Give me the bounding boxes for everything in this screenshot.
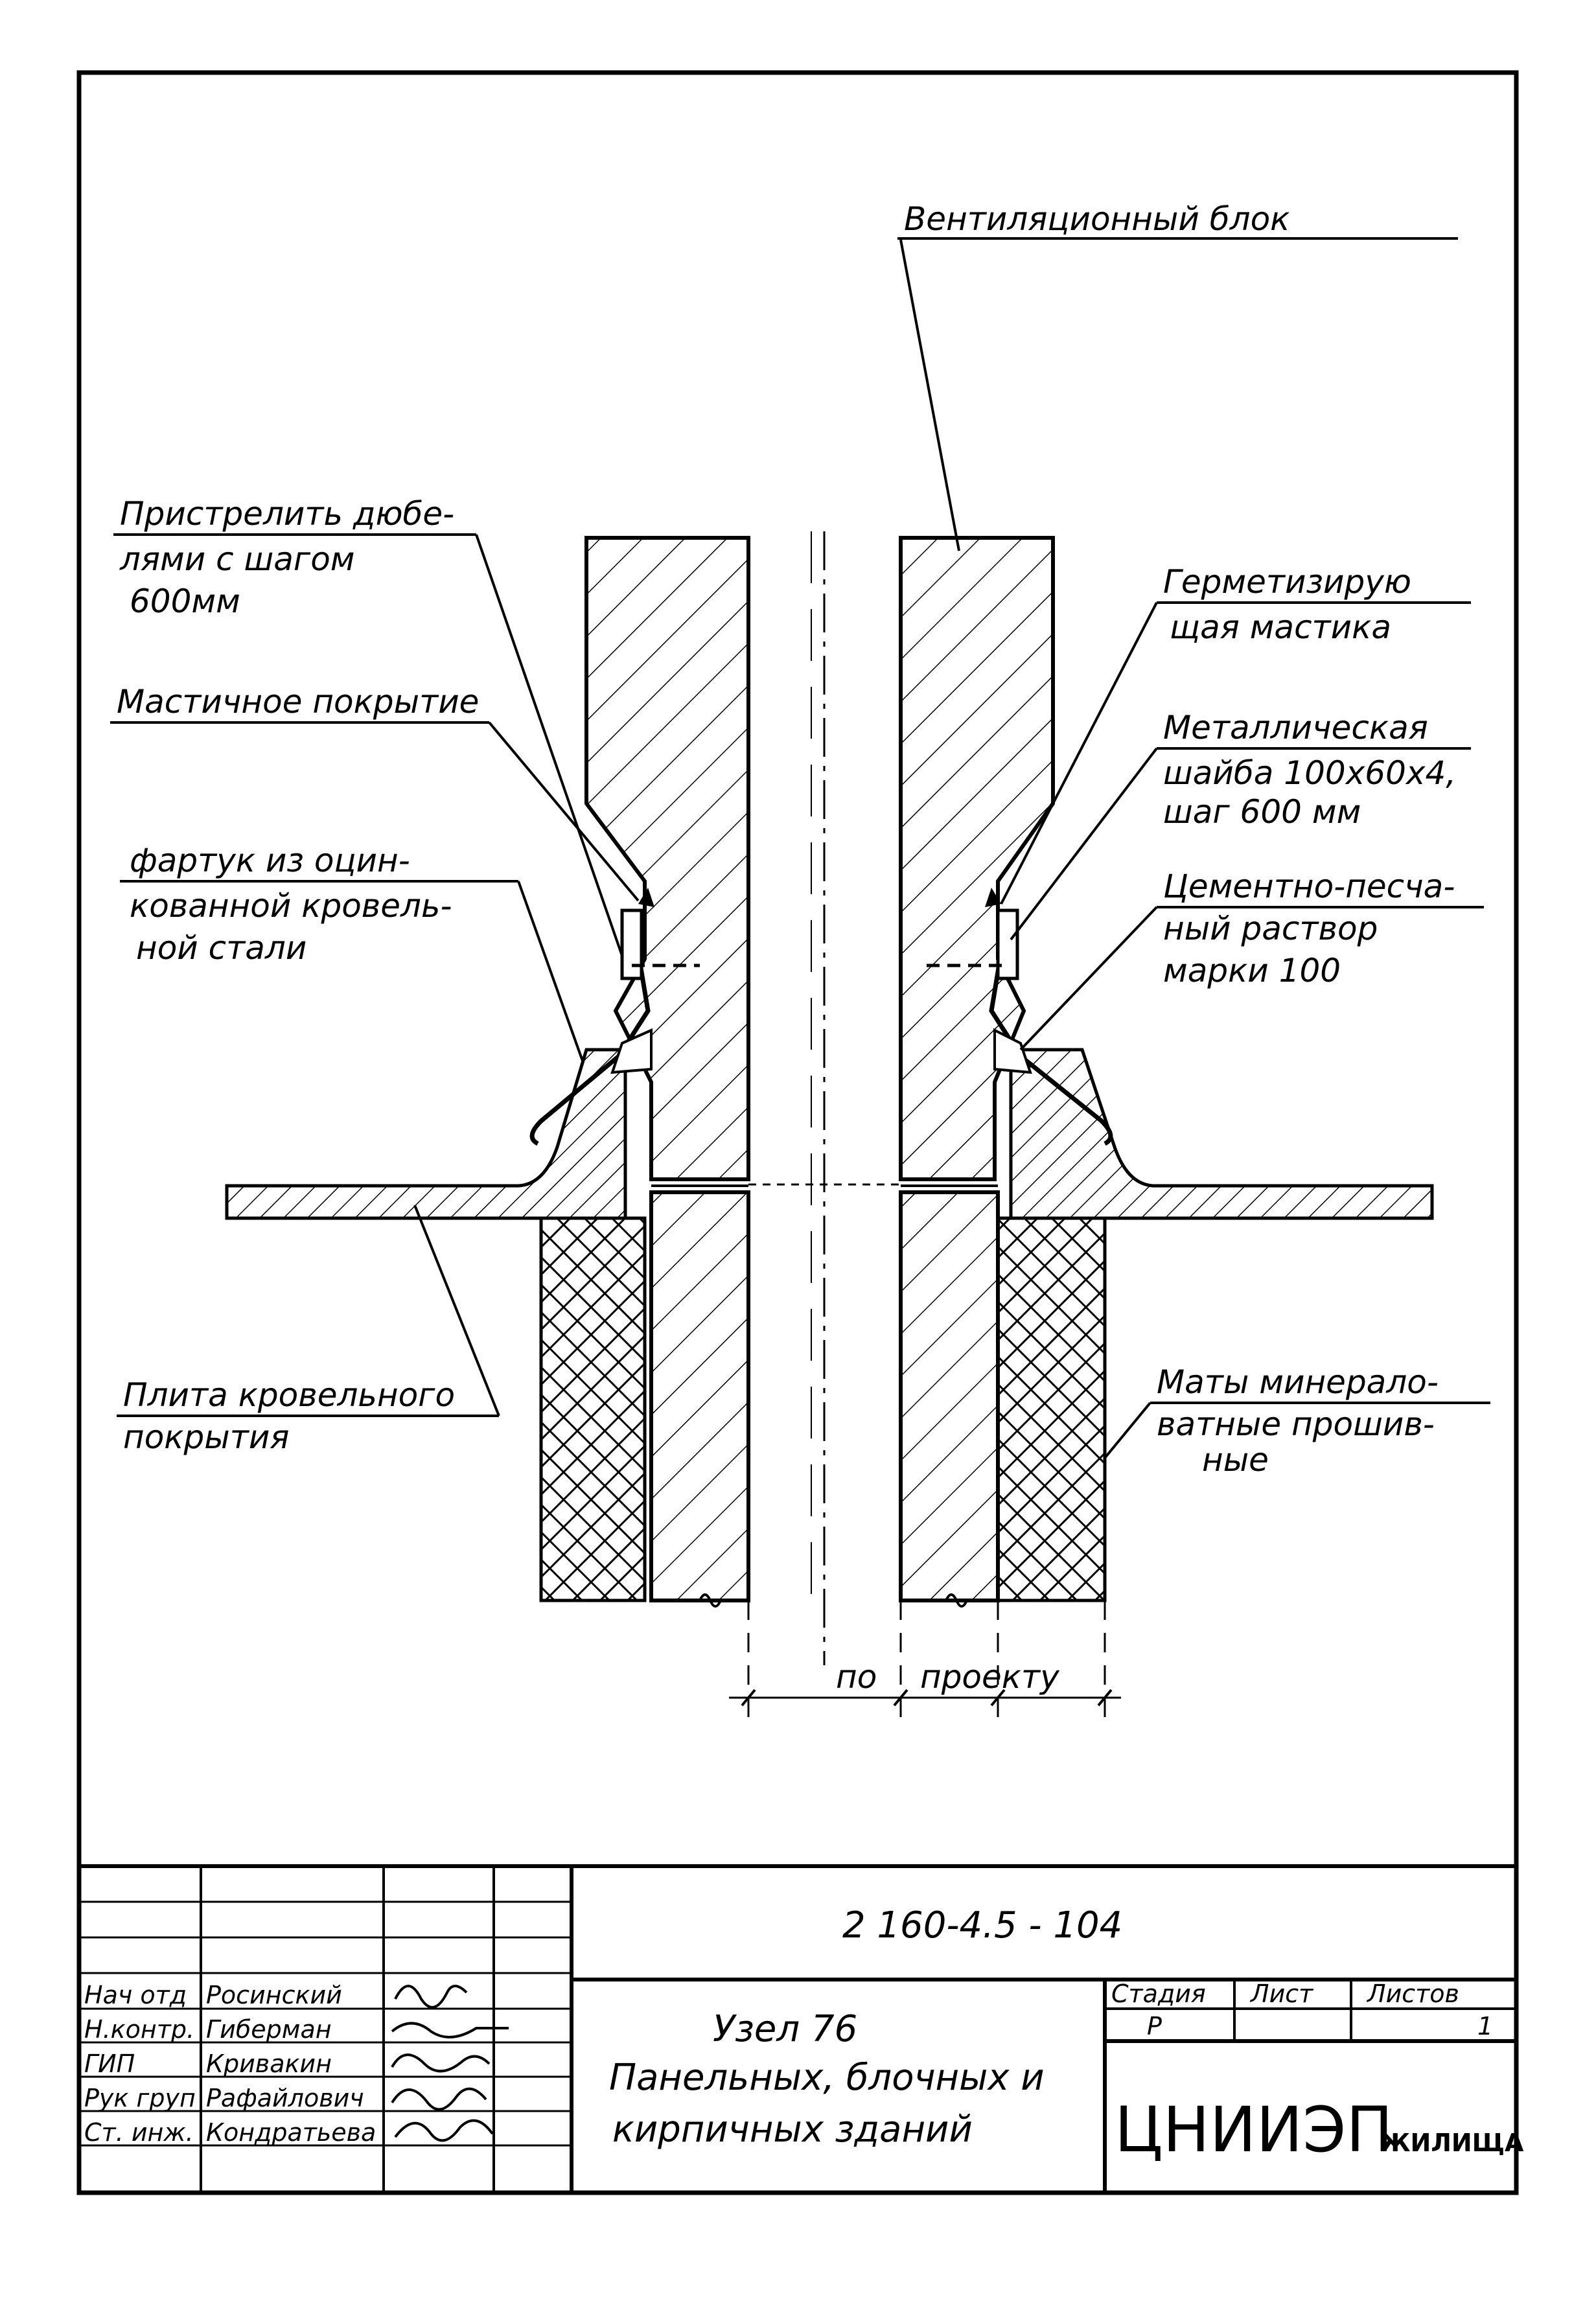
detail-drawing: по проекту xyxy=(225,531,1434,1717)
title-line-1: Узел 76 xyxy=(713,2008,857,2050)
label-mastic-cover: Мастичное покрытие xyxy=(117,683,479,721)
sealant-right xyxy=(985,888,1001,907)
label-mats-3: ные xyxy=(1202,1441,1269,1479)
roof-slab-left xyxy=(225,1048,627,1220)
sealant-left xyxy=(638,888,654,907)
label-apron-3: ной стали xyxy=(136,929,306,967)
vent-block-wall-right-upper xyxy=(899,536,1055,1181)
stage-value: Р xyxy=(1147,2012,1162,2040)
label-mortar-2: ный раствор xyxy=(1163,910,1378,947)
staff-name: Кривакин xyxy=(206,2050,332,2078)
apron-right xyxy=(989,952,1113,1146)
staff-row: Н.контр. Гиберман xyxy=(84,2015,332,2044)
washer-right xyxy=(996,908,1019,980)
label-fasten-3: 600мм xyxy=(130,583,240,620)
staff-row: Нач отд Росинский xyxy=(84,1981,342,2009)
staff-name: Кондратьева xyxy=(206,2118,376,2147)
callouts: Вентиляционный блок Пристрелить дюбе- ля… xyxy=(110,200,1490,1479)
label-sealant-1: Герметизирую xyxy=(1163,563,1411,601)
label-fasten-1: Пристрелить дюбе- xyxy=(120,495,454,533)
staff-role: ГИП xyxy=(84,2050,135,2078)
mortar-right xyxy=(993,1028,1032,1074)
staff-row: Рук груп Рафайлович xyxy=(84,2084,364,2112)
roof-slab-right xyxy=(1009,1048,1434,1220)
staff-role: Нач отд xyxy=(84,1981,187,2009)
sheets-header: Листов xyxy=(1366,1980,1459,2008)
org-suffix: ЖИЛИЩА xyxy=(1380,2129,1524,2157)
label-washer-2: шайба 100х60х4, xyxy=(1163,754,1456,792)
dim-label-right: проекту xyxy=(920,1658,1060,1696)
staff-role: Н.контр. xyxy=(84,2015,194,2044)
vent-block-wall-right-lower xyxy=(899,1190,1000,1602)
label-sealant-2: щая мастика xyxy=(1170,608,1391,646)
label-roof-slab-1: Плита кровельного xyxy=(123,1376,455,1414)
staff-row: Ст. инж. Кондратьева xyxy=(84,2118,376,2147)
washer-left xyxy=(620,908,643,980)
label-mats-2: ватные прошив- xyxy=(1157,1405,1435,1443)
label-washer-3: шаг 600 мм xyxy=(1163,793,1361,831)
dim-label-left: по xyxy=(836,1658,877,1696)
document-code: 2 160-4.5 - 104 xyxy=(842,1904,1122,1946)
label-vent-block: Вентиляционный блок xyxy=(904,200,1290,238)
staff-row: ГИП Кривакин xyxy=(84,2050,332,2078)
apron-left xyxy=(529,952,651,1146)
staff-name: Росинский xyxy=(206,1981,342,2009)
label-apron-2: кованной кровель- xyxy=(130,887,452,925)
label-mats-1: Маты минерало- xyxy=(1157,1363,1439,1401)
title-line-3: кирпичных зданий xyxy=(612,2108,973,2151)
mortar-left xyxy=(610,1028,653,1074)
label-roof-slab-2: покрытия xyxy=(123,1418,289,1456)
mineral-mats-right xyxy=(996,1216,1107,1602)
sheet-frame xyxy=(76,70,1519,2195)
sheets-value: 1 xyxy=(1477,2012,1493,2040)
sheet-header: Лист xyxy=(1249,1980,1314,2008)
dimension-line: по проекту xyxy=(729,1600,1121,1717)
label-apron-1: фартук из оцин- xyxy=(130,842,410,879)
vent-block-wall-left-lower xyxy=(649,1190,750,1602)
label-fasten-2: лями с шагом xyxy=(119,540,355,578)
title-block: Нач отд Росинский Н.контр. Гиберман ГИП … xyxy=(77,1864,1524,2195)
org-logo: ЦНИИЭП xyxy=(1115,2094,1393,2166)
label-mortar-3: марки 100 xyxy=(1163,952,1341,989)
mineral-mats-left xyxy=(539,1216,647,1602)
signatures xyxy=(391,1985,509,2142)
staff-name: Гиберман xyxy=(206,2015,332,2044)
title-line-2: Панельных, блочных и xyxy=(609,2057,1045,2099)
stage-header: Стадия xyxy=(1111,1980,1206,2008)
staff-role: Ст. инж. xyxy=(84,2118,194,2147)
label-mortar-1: Цементно-песча- xyxy=(1163,868,1455,905)
staff-name: Рафайлович xyxy=(206,2084,364,2112)
staff-role: Рук груп xyxy=(84,2084,196,2112)
label-washer-1: Металлическая xyxy=(1163,709,1428,746)
